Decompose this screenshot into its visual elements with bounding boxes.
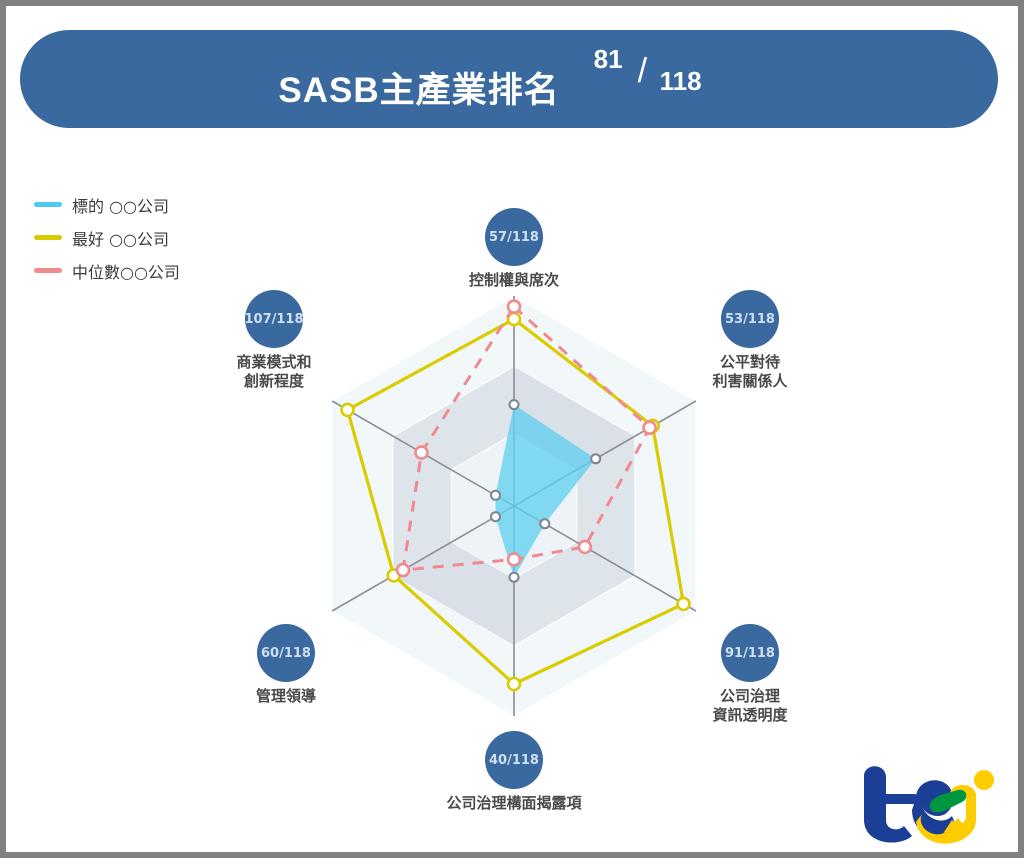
axis-label-line2: 創新程度	[243, 372, 304, 390]
radar-point-1	[590, 453, 602, 465]
radar-shade-0	[514, 366, 635, 470]
tej-logo	[854, 758, 1004, 846]
axis-label: 公平對待 利害關係人	[650, 353, 850, 391]
radar-point-4	[386, 568, 402, 583]
axis-rank-badge: 53/118	[721, 290, 779, 348]
radar-point-2	[539, 518, 551, 530]
axis-node-business-model: 107/118 商業模式和 創新程度	[174, 290, 374, 391]
rank-display: 81 / 118	[590, 43, 740, 102]
radar-ring-2	[392, 365, 636, 647]
radar-shade-1	[393, 542, 514, 646]
radar-outline	[345, 317, 686, 686]
radar-point-5	[414, 445, 429, 460]
axis-label-line1: 商業模式和	[236, 353, 312, 371]
axis-rank-badge: 57/118	[485, 208, 543, 266]
axis-label-line2: 利害關係人	[712, 372, 788, 390]
radar-point-3	[506, 676, 522, 692]
rank-total: 118	[659, 65, 702, 96]
radar-spoke-2	[513, 505, 697, 612]
axis-rank-badge: 40/118	[485, 731, 543, 789]
radar-point-3	[508, 571, 520, 583]
axis-rank-badge: 107/118	[244, 290, 304, 348]
axis-label-line1: 公司治理構面揭露項	[446, 794, 582, 812]
axis-label-line1: 管理領導	[255, 687, 316, 705]
legend-label-best: 最好 ○○公司	[72, 229, 170, 249]
legend-label-median: 中位數○○公司	[72, 262, 180, 282]
axis-label-line1: 公平對待	[719, 353, 780, 371]
radar-grid-background	[331, 295, 697, 717]
radar-spoke-5	[331, 400, 515, 507]
radar-point-0	[506, 311, 522, 327]
radar-point-2	[676, 596, 691, 612]
radar-point-5	[490, 489, 501, 501]
tej-logo-mark	[864, 766, 994, 844]
axis-node-governance-transparency: 91/118 公司治理 資訊透明度	[650, 624, 850, 725]
header-banner: SASB主產業排名 81 / 118	[20, 30, 998, 128]
radar-spoke-4	[331, 505, 515, 612]
radar-point-3	[506, 552, 522, 567]
axis-label-line1: 公司治理	[719, 687, 780, 705]
radar-point-4	[395, 562, 411, 578]
legend-item-best: 最好 ○○公司	[34, 221, 264, 254]
axis-label: 公司治理構面揭露項	[414, 794, 614, 813]
legend-item-target: 標的 ○○公司	[34, 188, 264, 221]
axis-label-line2: 資訊透明度	[712, 706, 788, 724]
radar-series-group	[340, 299, 691, 692]
radar-ring-1	[331, 295, 697, 717]
radar-point-0	[506, 299, 522, 315]
page-title: SASB主產業排名	[278, 70, 560, 110]
legend-swatch-best	[34, 235, 62, 240]
axis-node-governance-disclosure: 40/118 公司治理構面揭露項	[414, 731, 614, 813]
radar-ring-3	[450, 433, 578, 580]
radar-point-1	[645, 418, 661, 434]
radar-point-4	[490, 511, 501, 523]
legend-swatch-median	[34, 268, 62, 273]
axis-node-management-leadership: 60/118 管理領導	[186, 624, 386, 706]
legend-item-median: 中位數○○公司	[34, 254, 264, 287]
radar-point-1	[642, 420, 657, 436]
axis-rank-badge: 91/118	[721, 624, 779, 682]
radar-series-標的 ○○公司	[490, 399, 602, 583]
axis-node-fair-treatment: 53/118 公平對待 利害關係人	[650, 290, 850, 391]
legend-swatch-target	[34, 202, 62, 207]
radar-outline	[496, 405, 596, 578]
header-title-group: SASB主產業排名 81 / 118	[278, 43, 740, 113]
radar-series-最好 ○○公司	[340, 311, 691, 692]
axis-label: 管理領導	[186, 687, 386, 706]
rank-separator: /	[637, 51, 648, 90]
axis-label: 控制權與席次	[414, 271, 614, 290]
chart-legend: 標的 ○○公司 最好 ○○公司 中位數○○公司	[34, 188, 264, 287]
radar-area-fill	[495, 404, 596, 578]
radar-axis-spokes	[331, 296, 697, 716]
axis-node-control-seats: 57/118 控制權與席次	[414, 208, 614, 290]
axis-rank-badge: 60/118	[257, 624, 315, 682]
axis-label: 公司治理 資訊透明度	[650, 687, 850, 725]
radar-point-2	[577, 539, 593, 555]
radar-series-中位數○○公司	[395, 299, 657, 578]
rank-value: 81	[593, 43, 623, 74]
radar-spoke-1	[513, 400, 697, 507]
axis-label: 商業模式和 創新程度	[174, 353, 374, 391]
legend-label-target: 標的 ○○公司	[72, 196, 170, 216]
radar-outline	[401, 305, 652, 572]
radar-point-5	[340, 402, 355, 418]
radar-point-0	[508, 399, 520, 411]
axis-label-line1: 控制權與席次	[468, 271, 559, 289]
